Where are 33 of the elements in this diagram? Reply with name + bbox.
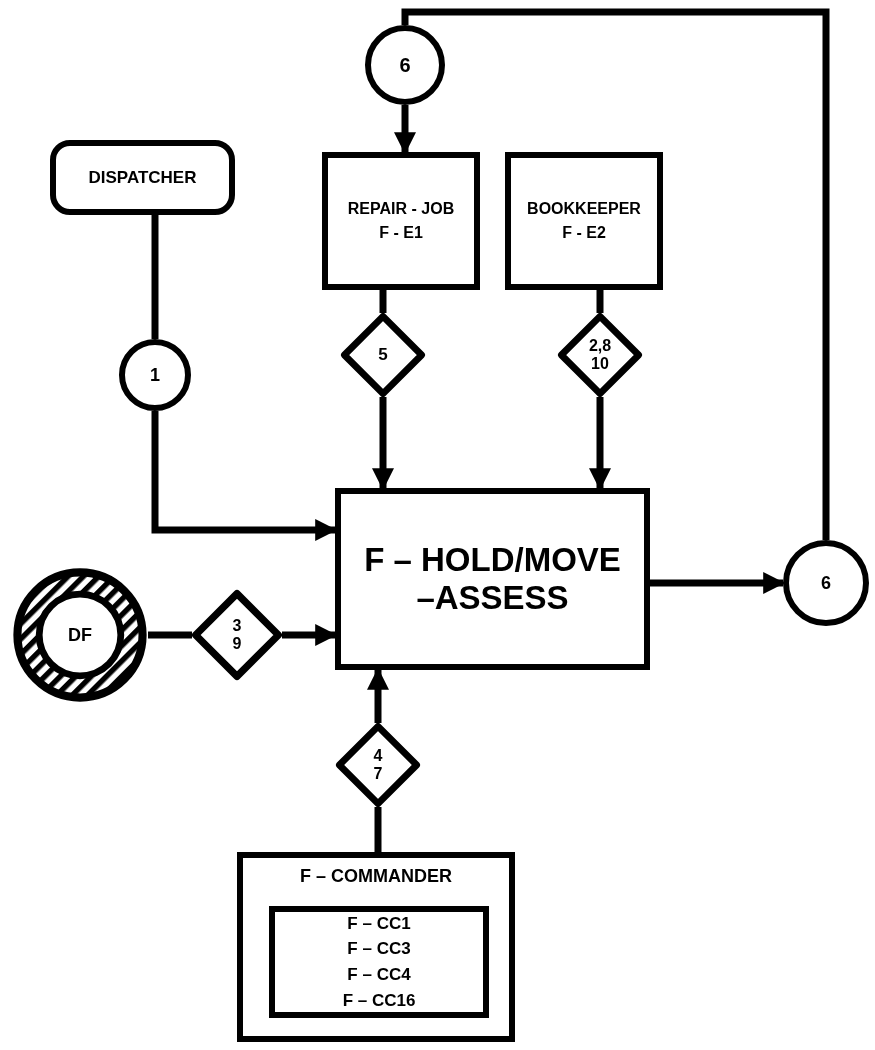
node-label: 2,8 10 [587, 336, 613, 374]
node-label: F - E2 [562, 224, 606, 243]
node-label: F – COMMANDER [300, 866, 452, 887]
rounded-box [50, 140, 235, 215]
node-label: F – CC16 [342, 990, 416, 1011]
hatched-double-circle [12, 567, 148, 703]
node-label: 6 [821, 572, 831, 594]
node-label: 3 9 [231, 616, 243, 654]
connector-line [401, 8, 830, 540]
node-label: BOOKKEEPER [527, 199, 641, 218]
process-box [237, 852, 515, 1042]
node-label: REPAIR - JOB [347, 199, 455, 218]
node-label: F - E1 [379, 224, 423, 243]
connector-diamond [558, 313, 642, 397]
connector-line [151, 215, 159, 339]
process-box [269, 906, 489, 1018]
process-box [505, 152, 663, 290]
process-box [335, 488, 650, 670]
node-label: F – CC1 [347, 913, 411, 934]
node-label: DF [68, 624, 92, 646]
node-label: F – CC3 [347, 939, 411, 959]
node-label: 6 [399, 53, 411, 77]
node-label: 4 7 [372, 746, 384, 784]
connector-diamond [192, 590, 282, 680]
node-label: DISPATCHER [88, 167, 197, 188]
node-label: F – HOLD/MOVE –ASSESS [363, 541, 622, 617]
node-label: 5 [378, 345, 388, 365]
node-label: F – CC4 [347, 965, 411, 985]
node-label: 1 [150, 364, 160, 386]
connector-diamond [341, 313, 425, 397]
process-box [322, 152, 480, 290]
connector-line [394, 105, 416, 155]
connector-diamond [336, 723, 420, 807]
